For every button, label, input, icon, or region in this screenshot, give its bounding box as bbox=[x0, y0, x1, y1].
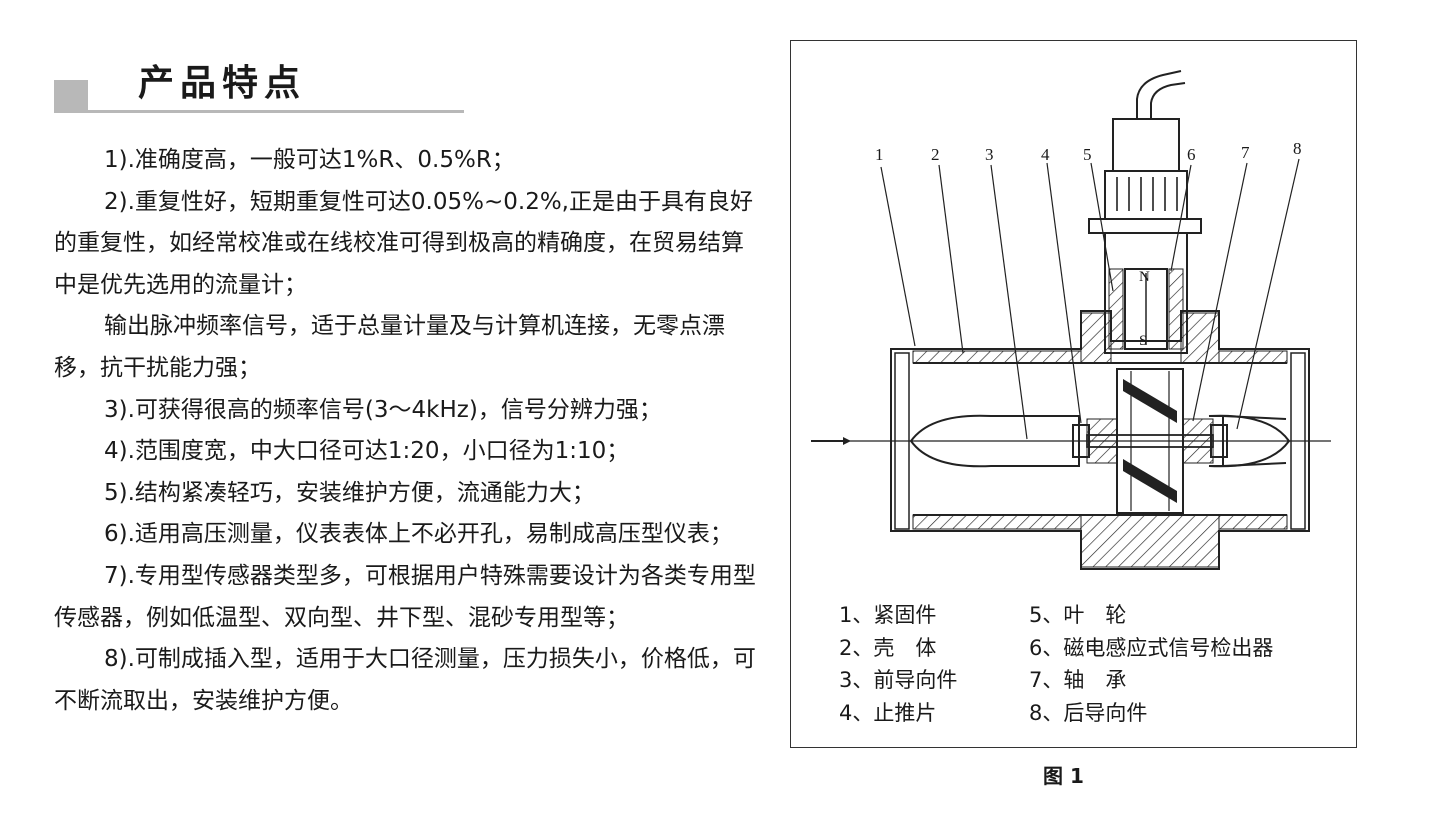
legend-item: 7、轴 承 bbox=[1029, 668, 1127, 692]
figure-caption: 图 1 bbox=[1043, 764, 1084, 788]
feature-paragraph: 1).准确度高，一般可达1%R、0.5%R； bbox=[104, 147, 515, 173]
feature-paragraph: 5).结构紧凑轻巧，安装维护方便，流通能力大； bbox=[104, 479, 595, 506]
feature-paragraph: 8).可制成插入型，适用于大口径测量，压力损失小，价格低，可不断流取出，安装维护… bbox=[54, 646, 756, 714]
callout-8: 8 bbox=[1293, 139, 1302, 158]
feature-paragraph: 2).重复性好，短期重复性可达0.05%~0.2%,正是由于具有良好的重复性，如… bbox=[54, 188, 753, 298]
section-heading: 产品特点 bbox=[54, 62, 464, 114]
feature-paragraph: 输出脉冲频率信号，适于总量计量及与计算机连接，无零点漂移，抗干扰能力强； bbox=[54, 313, 725, 381]
legend-row: 3、前导向件 7、轴 承 bbox=[839, 664, 1339, 697]
legend-row: 4、止推片 8、后导向件 bbox=[839, 697, 1339, 730]
section-title: 产品特点 bbox=[138, 63, 307, 104]
callout-4: 4 bbox=[1041, 145, 1050, 164]
legend-item: 3、前导向件 bbox=[839, 668, 958, 692]
heading-marker bbox=[54, 80, 88, 112]
heading-underline bbox=[54, 110, 464, 113]
legend-item: 4、止推片 bbox=[839, 700, 937, 725]
callout-5: 5 bbox=[1083, 145, 1092, 164]
legend-item: 1、紧固件 bbox=[839, 603, 937, 627]
callout-1: 1 bbox=[875, 145, 884, 164]
turbine-flowmeter-drawing bbox=[811, 70, 1331, 570]
magnet-south-label: S bbox=[1139, 333, 1148, 349]
feature-paragraph: 6).适用高压测量，仪表表体上不必开孔，易制成高压型仪表； bbox=[104, 521, 733, 548]
legend-row: 1、紧固件 5、叶 轮 bbox=[839, 599, 1339, 632]
feature-paragraph: 4).范围度宽，中大口径可达1:20，小口径为1:10； bbox=[104, 438, 630, 465]
magnet-north-label: N bbox=[1139, 269, 1150, 285]
legend-item: 6、磁电感应式信号检出器 bbox=[1029, 635, 1274, 660]
legend-item: 8、后导向件 bbox=[1029, 700, 1148, 725]
callout-7: 7 bbox=[1241, 143, 1250, 162]
feature-paragraph: 7).专用型传感器类型多，可根据用户特殊需要设计为各类专用型传感器，例如低温型、… bbox=[54, 562, 756, 631]
callout-3: 3 bbox=[985, 145, 994, 164]
legend-item: 5、叶 轮 bbox=[1029, 603, 1127, 627]
legend-row: 2、壳 体 6、磁电感应式信号检出器 bbox=[839, 632, 1339, 665]
figure-frame: 1 2 3 4 5 6 7 8 N S 1、紧固件 5、叶 轮 2、壳 体 6、… bbox=[790, 40, 1357, 748]
figure-legend: 1、紧固件 5、叶 轮 2、壳 体 6、磁电感应式信号检出器 3、前导向件 7、… bbox=[839, 599, 1339, 729]
feature-list: 1).准确度高，一般可达1%R、0.5%R； 2).重复性好，短期重复性可达0.… bbox=[54, 140, 764, 722]
legend-item: 2、壳 体 bbox=[839, 635, 937, 660]
feature-paragraph: 3).可获得很高的频率信号(3～4kHz)，信号分辨力强； bbox=[104, 396, 662, 423]
callout-2: 2 bbox=[931, 145, 940, 164]
callout-6: 6 bbox=[1187, 145, 1196, 164]
